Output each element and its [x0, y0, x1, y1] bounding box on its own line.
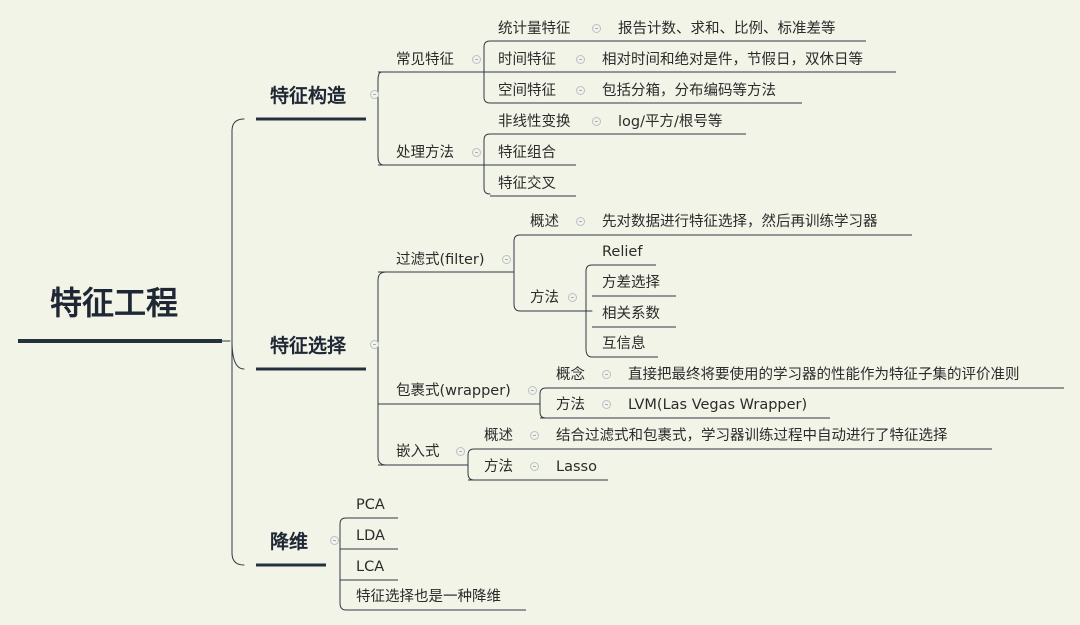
node-feature-cross[interactable]: 特征交叉: [498, 176, 556, 192]
collapse-toggle-icon[interactable]: [472, 55, 481, 64]
node-wrapper-method[interactable]: 方法: [556, 397, 585, 413]
topic-feature-selection[interactable]: 特征选择: [270, 335, 347, 357]
node-wrapper-concept[interactable]: 概念: [556, 367, 585, 383]
collapse-toggle-icon[interactable]: [602, 370, 611, 379]
collapse-toggle-icon[interactable]: [576, 217, 585, 226]
collapse-toggle-icon[interactable]: [576, 86, 585, 95]
collapse-toggle-icon[interactable]: [602, 400, 611, 409]
node-stat-feature-desc[interactable]: 报告计数、求和、比例、标准差等: [618, 21, 836, 37]
collapse-toggle-icon[interactable]: [370, 90, 379, 99]
node-time-feature[interactable]: 时间特征: [498, 52, 556, 68]
node-method-variance[interactable]: 方差选择: [602, 275, 660, 291]
node-processing-methods[interactable]: 处理方法: [396, 145, 454, 161]
root-node[interactable]: 特征工程: [50, 284, 179, 322]
node-embedded-overview-desc[interactable]: 结合过滤式和包裹式，学习器训练过程中自动进行了特征选择: [556, 428, 948, 444]
collapse-toggle-icon[interactable]: [528, 386, 537, 395]
collapse-toggle-icon[interactable]: [472, 148, 481, 157]
node-wrapper-method-desc[interactable]: LVM(Las Vegas Wrapper): [628, 397, 808, 413]
node-pca[interactable]: PCA: [356, 497, 385, 513]
node-nonlinear-transform[interactable]: 非线性变换: [498, 114, 571, 130]
collapse-toggle-icon[interactable]: [568, 293, 577, 302]
node-filter-overview[interactable]: 概述: [530, 214, 559, 230]
node-nonlinear-desc[interactable]: log/平方/根号等: [618, 114, 723, 130]
node-embedded-method-desc[interactable]: Lasso: [556, 459, 597, 475]
node-filter-overview-desc[interactable]: 先对数据进行特征选择，然后再训练学习器: [602, 214, 878, 230]
node-common-features[interactable]: 常见特征: [396, 52, 454, 68]
node-method-relief[interactable]: Relief: [602, 244, 643, 260]
topic-feature-construction[interactable]: 特征构造: [270, 85, 347, 107]
node-lca[interactable]: LCA: [356, 559, 385, 575]
node-wrapper-concept-desc[interactable]: 直接把最终将要使用的学习器的性能作为特征子集的评价准则: [628, 367, 1020, 383]
node-method-correlation[interactable]: 相关系数: [602, 306, 660, 322]
node-lda[interactable]: LDA: [356, 528, 385, 544]
node-selection-as-reduction[interactable]: 特征选择也是一种降维: [356, 589, 501, 605]
node-filter[interactable]: 过滤式(filter): [396, 252, 485, 268]
node-wrapper[interactable]: 包裹式(wrapper): [396, 383, 511, 399]
collapse-toggle-icon[interactable]: [530, 431, 539, 440]
node-time-feature-desc[interactable]: 相对时间和绝对是件，节假日，双休日等: [602, 52, 863, 68]
collapse-toggle-icon[interactable]: [592, 117, 601, 126]
node-embedded-overview[interactable]: 概述: [484, 428, 513, 444]
collapse-toggle-icon[interactable]: [576, 55, 585, 64]
collapse-toggle-icon[interactable]: [502, 255, 511, 264]
collapse-toggle-icon[interactable]: [456, 447, 465, 456]
node-filter-method[interactable]: 方法: [530, 290, 559, 306]
node-stat-feature[interactable]: 统计量特征: [498, 21, 571, 37]
node-method-mutual-info[interactable]: 互信息: [602, 336, 646, 352]
collapse-toggle-icon[interactable]: [330, 536, 339, 545]
node-feature-combination[interactable]: 特征组合: [498, 145, 556, 161]
node-space-feature-desc[interactable]: 包括分箱，分布编码等方法: [602, 83, 776, 99]
topic-dimensionality-reduction[interactable]: 降维: [270, 531, 309, 553]
node-space-feature[interactable]: 空间特征: [498, 83, 556, 99]
node-embedded-method[interactable]: 方法: [484, 459, 513, 475]
collapse-toggle-icon[interactable]: [370, 340, 379, 349]
collapse-toggle-icon[interactable]: [530, 462, 539, 471]
collapse-toggle-icon[interactable]: [592, 24, 601, 33]
node-embedded[interactable]: 嵌入式: [396, 444, 440, 460]
